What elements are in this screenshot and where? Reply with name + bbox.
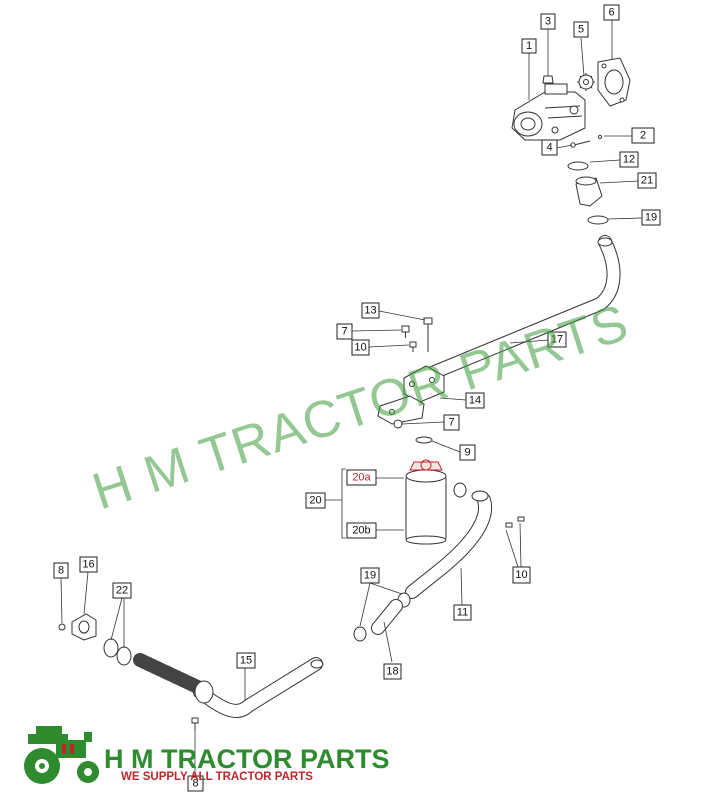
o-ring-part-c (103, 638, 119, 658)
svg-text:16: 16 (82, 559, 94, 571)
callout-20: 20 (305, 492, 326, 509)
clamp-part-b (353, 626, 367, 642)
cap-part (542, 75, 554, 84)
callout-2: 2 (631, 127, 655, 144)
filter-assembly-part (405, 459, 447, 545)
svg-text:14: 14 (469, 395, 481, 407)
nut-part-left (58, 623, 66, 631)
svg-text:1: 1 (526, 40, 532, 52)
callout-13: 13 (361, 302, 380, 319)
callout-3: 3 (540, 13, 556, 30)
callout-14: 14 (465, 392, 485, 409)
gasket-part (597, 57, 631, 107)
logo-tagline-text: WE SUPPLY ALL TRACTOR PARTS (121, 771, 313, 783)
callout-19-top: 19 (641, 209, 661, 226)
svg-text:8: 8 (58, 565, 64, 577)
long-bolt-part (423, 317, 433, 352)
o-ring-part-a (415, 436, 433, 444)
o-ring-part-b (453, 482, 467, 498)
callout-18: 18 (383, 663, 402, 680)
bolt-part-upper (401, 325, 410, 338)
svg-text:2: 2 (640, 130, 646, 142)
svg-text:22: 22 (116, 585, 128, 597)
svg-text:8: 8 (192, 778, 198, 790)
short-hose-part (371, 599, 403, 635)
svg-text:20a: 20a (352, 472, 371, 484)
svg-text:7: 7 (448, 417, 454, 429)
svg-text:13: 13 (364, 305, 376, 317)
callout-11: 11 (453, 604, 472, 621)
callout-7-lower: 7 (443, 414, 460, 431)
rod-part (570, 140, 591, 148)
clamp-part-top (587, 215, 609, 225)
callout-21: 21 (637, 172, 657, 189)
callout-10-upper: 10 (351, 339, 370, 356)
leader-lines (60, 20, 643, 776)
bolt-part-bottom (191, 717, 199, 730)
o-ring-part-d (116, 646, 132, 666)
svg-text:5: 5 (578, 24, 584, 36)
svg-text:20b: 20b (352, 525, 370, 537)
seal-ring-part (567, 161, 589, 171)
svg-text:17: 17 (551, 334, 563, 346)
bracket-part (377, 365, 445, 425)
callout-6: 6 (603, 4, 620, 21)
callout-9: 9 (459, 444, 476, 461)
svg-text:7: 7 (341, 326, 347, 338)
logo-name-text: H M TRACTOR PARTS (104, 744, 390, 774)
svg-text:3: 3 (545, 16, 551, 28)
callout-5: 5 (573, 21, 589, 38)
callout-4: 4 (541, 139, 558, 156)
callout-12: 12 (619, 151, 639, 168)
svg-text:15: 15 (240, 655, 252, 667)
callout-15: 15 (236, 652, 256, 669)
svg-text:12: 12 (623, 154, 635, 166)
callout-1: 1 (521, 38, 537, 54)
callout-10-lower: 10 (512, 566, 531, 584)
company-logo: H M TRACTOR PARTS WE SUPPLY ALL TRACTOR … (24, 726, 390, 784)
svg-text:20: 20 (309, 495, 321, 507)
svg-text:4: 4 (546, 142, 552, 154)
callout-16: 16 (79, 556, 98, 573)
callout-7-upper: 7 (336, 323, 353, 340)
callout-22: 22 (112, 582, 132, 599)
callout-17: 17 (547, 331, 567, 348)
callout-8-bottom: 8 (187, 775, 204, 792)
flange-part (71, 613, 97, 641)
svg-text:9: 9 (464, 447, 470, 459)
callout-8-left: 8 (53, 562, 69, 579)
tractor-logo-icon (24, 726, 99, 784)
svg-text:11: 11 (457, 607, 468, 619)
svg-text:21: 21 (641, 175, 653, 187)
suction-pipe-part (423, 235, 621, 381)
return-hose-part (405, 490, 493, 599)
strainer-pipe-part (133, 653, 324, 718)
pin-part (597, 134, 603, 140)
small-bolt-part-upper (409, 341, 417, 352)
svg-text:19: 19 (364, 570, 376, 582)
callout-19-lower: 19 (360, 567, 380, 584)
svg-text:10: 10 (354, 342, 366, 354)
svg-text:19: 19 (645, 212, 657, 224)
pump-body-part (511, 83, 586, 141)
elbow-fitting-part (575, 176, 603, 207)
svg-text:18: 18 (386, 666, 398, 678)
small-bolts-part-lower (505, 516, 525, 528)
callout-20a: 20a (346, 469, 377, 486)
svg-text:6: 6 (608, 7, 614, 19)
svg-text:10: 10 (515, 569, 527, 581)
watermark-text: H M TRACTOR PARTS (86, 293, 636, 521)
gear-part (577, 73, 595, 91)
callout-20b: 20b (346, 522, 377, 539)
